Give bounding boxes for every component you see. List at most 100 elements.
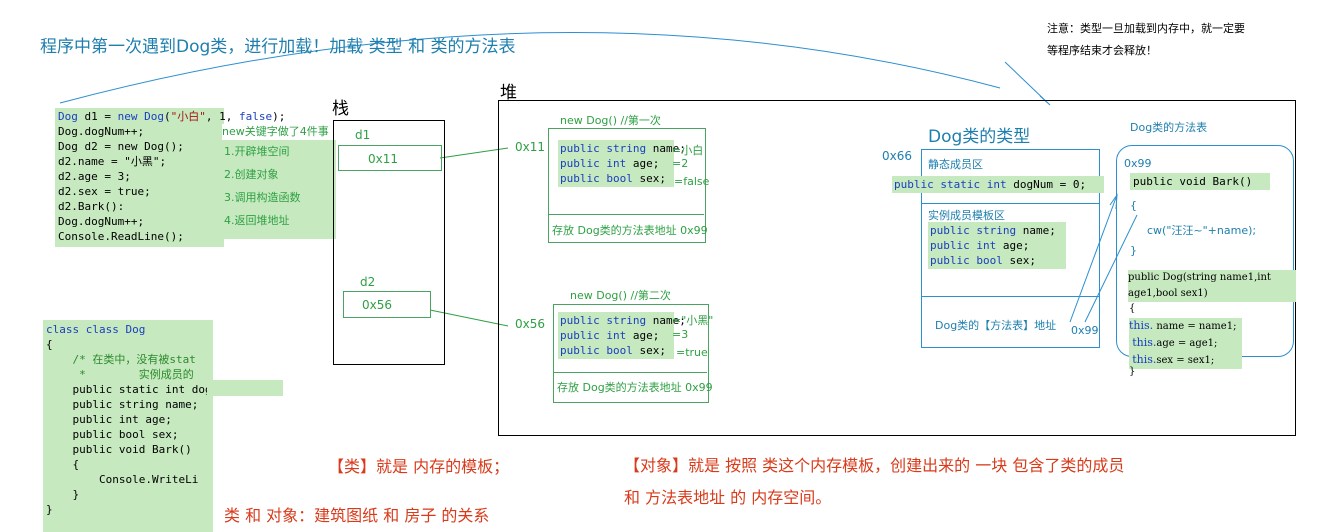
obj1-field-sex: public bool sex; bbox=[560, 172, 666, 185]
load-arc bbox=[59, 32, 1001, 104]
obj2-value-sex: =true bbox=[676, 346, 708, 359]
load-arrow-head bbox=[1004, 61, 1051, 106]
instance-fields: public string name; public int age; publ… bbox=[928, 222, 1066, 269]
obj2-value-age: =3 bbox=[672, 328, 689, 341]
d2-pointer-line bbox=[429, 309, 509, 327]
stack-d2-name: d2 bbox=[360, 275, 376, 289]
obj1-title: new Dog() //第一次 bbox=[560, 114, 661, 127]
type-divider-1 bbox=[921, 203, 1099, 204]
code-line-1: Dog d1 = new Dog("小白", 1, false); bbox=[58, 109, 286, 124]
code-line-7: d2.Bark(): bbox=[58, 200, 125, 213]
obj2-title: new Dog() //第二次 bbox=[570, 289, 671, 302]
bark-open-brace: { bbox=[1130, 199, 1137, 212]
obj2-box bbox=[553, 304, 709, 403]
ctor-signature-line-1: public Dog(string name1,int bbox=[1128, 272, 1271, 283]
ctor-assign-name: this. name = name1; bbox=[1129, 319, 1237, 332]
code-line-9: Console.ReadLine(); bbox=[58, 230, 184, 243]
obj2-method-table: 存放 Dog类的方法表地址 0x99 bbox=[557, 381, 713, 394]
static-field: public static int dogNum = 0; bbox=[892, 176, 1104, 193]
note-line-2: 等程序结束才会释放！ bbox=[1047, 44, 1157, 57]
code-line-5: d2.age = 3; bbox=[58, 170, 131, 183]
class-definition-text: 【类】就是 内存的模板； bbox=[328, 457, 510, 476]
static-area-label: 静态成员区 bbox=[928, 158, 983, 171]
obj2-value-name: ="小黑" bbox=[672, 314, 714, 327]
bark-body: cw("汪汪~"+name); bbox=[1147, 224, 1257, 237]
class-line-7: public int age; bbox=[46, 413, 172, 426]
obj1-value-sex: =false bbox=[674, 175, 710, 188]
obj2-addr: 0x56 bbox=[515, 317, 546, 331]
ctor-body: this. name = name1; this.age = age1; thi… bbox=[1129, 318, 1242, 369]
obj1-value-age: =2 bbox=[672, 157, 689, 170]
method-table-arrow-1 bbox=[1069, 194, 1118, 323]
class-line-5: public static int dogNum = 0; bbox=[46, 382, 213, 397]
code-line-3: Dog d2 = new Dog(); bbox=[58, 140, 184, 153]
obj2-field-age: public int age; bbox=[560, 329, 660, 342]
type-addr: 0x66 bbox=[882, 149, 913, 163]
heap-area bbox=[498, 100, 1296, 436]
dognum-highlight-extension bbox=[207, 380, 283, 396]
new-step-1: 1.开辟堆空间 bbox=[224, 145, 290, 158]
code-line-6: d2.sex = true; bbox=[58, 185, 151, 198]
methods-title: Dog类的方法表 bbox=[1130, 121, 1208, 134]
obj1-method-table: 存放 Dog类的方法表地址 0x99 bbox=[552, 224, 708, 237]
method-table-arrow-2 bbox=[1084, 214, 1138, 323]
ctor-close-brace: } bbox=[1129, 366, 1136, 377]
main-code-block: Dog d1 = new Dog("小白", 1, false); Dog.do… bbox=[55, 108, 286, 247]
stack-label: 栈 bbox=[332, 99, 349, 119]
class-line-11: { bbox=[46, 458, 80, 471]
obj1-field-name: public string name; bbox=[560, 142, 686, 155]
class-line-14: } bbox=[46, 503, 53, 516]
new-step-3: 3.调用构造函数 bbox=[224, 191, 301, 204]
note-line-1: 注意：类型一旦加载到内存中，就一定要 bbox=[1047, 22, 1245, 35]
code-line-2: Dog.dogNum++; bbox=[58, 125, 145, 138]
new-step-4: 4.返回堆地址 bbox=[224, 214, 290, 227]
new-keyword-heading: new关键字做了4件事 bbox=[222, 124, 336, 140]
stack-area bbox=[333, 120, 445, 365]
type-divider-2 bbox=[921, 296, 1099, 297]
class-line-10: public void Bark() bbox=[46, 443, 192, 456]
obj2-field-sex: public bool sex; bbox=[560, 344, 666, 357]
method-table-addr: 0x99 bbox=[1071, 324, 1099, 337]
heap-label: 堆 bbox=[500, 83, 517, 103]
methods-addr: 0x99 bbox=[1124, 157, 1152, 170]
obj1-divider bbox=[548, 214, 704, 215]
page-title: 程序中第一次遇到Dog类，进行加载！加载 类型 和 类的方法表 bbox=[40, 37, 516, 57]
stack-d2-slot bbox=[343, 291, 431, 318]
ctor-open-brace: { bbox=[1129, 303, 1136, 314]
class-line-1: class class Dog bbox=[46, 323, 146, 336]
object-definition-line-2: 和 方法表地址 的 内存空间。 bbox=[624, 488, 832, 507]
ctor-assign-age: this.age = age1; bbox=[1132, 336, 1218, 349]
code-line-4: d2.name = "小黑"; bbox=[58, 155, 167, 168]
new-step-2: 2.创建对象 bbox=[224, 168, 279, 181]
stack-d2-addr: 0x56 bbox=[362, 298, 393, 312]
obj2-field-name: public string name; bbox=[560, 314, 686, 327]
instance-field-age: public int age; bbox=[930, 239, 1030, 252]
analogy-text: 类 和 对象：建筑图纸 和 房子 的关系 bbox=[224, 506, 490, 525]
class-line-4: * 实例成员的 bbox=[46, 368, 194, 381]
stack-d1-name: d1 bbox=[355, 128, 371, 142]
class-line-8: public bool sex; bbox=[46, 428, 179, 441]
ctor-assign-sex: this.sex = sex1; bbox=[1132, 353, 1215, 366]
class-line-12: Console.WriteLi bbox=[46, 473, 199, 486]
new-keyword-panel: new关键字做了4件事 1.开辟堆空间 2.创建对象 3.调用构造函数 4.返回… bbox=[222, 124, 336, 239]
instance-field-sex: public bool sex; bbox=[930, 254, 1036, 267]
instance-field-name: public string name; bbox=[930, 224, 1056, 237]
obj1-field-age: public int age; bbox=[560, 157, 660, 170]
class-line-6: public string name; bbox=[46, 398, 199, 411]
stack-d1-slot bbox=[338, 145, 442, 171]
class-code-block: class class Dog { /* 在类中，没有被stat * 实例成员的… bbox=[43, 320, 213, 532]
bark-signature: public void Bark() bbox=[1130, 173, 1270, 190]
obj1-fields: public string name; public int age; publ… bbox=[558, 140, 686, 187]
ctor-signature: public Dog(string name1,int age1,bool se… bbox=[1128, 270, 1296, 302]
obj2-fields: public string name; public int age; publ… bbox=[558, 312, 686, 359]
obj1-value-name: =小白 bbox=[672, 144, 704, 157]
class-line-2: { bbox=[46, 338, 53, 351]
object-definition-line-1: 【对象】就是 按照 类这个内存模板，创建出来的 一块 包含了类的成员 bbox=[624, 456, 1125, 475]
d1-pointer-line bbox=[439, 147, 509, 159]
bark-close-brace: } bbox=[1130, 244, 1137, 257]
class-line-3: /* 在类中，没有被stat bbox=[46, 353, 196, 366]
type-title: Dog类的类型 bbox=[928, 127, 1031, 147]
instance-area-label: 实例成员模板区 bbox=[928, 209, 1005, 222]
class-line-13: } bbox=[46, 488, 80, 501]
